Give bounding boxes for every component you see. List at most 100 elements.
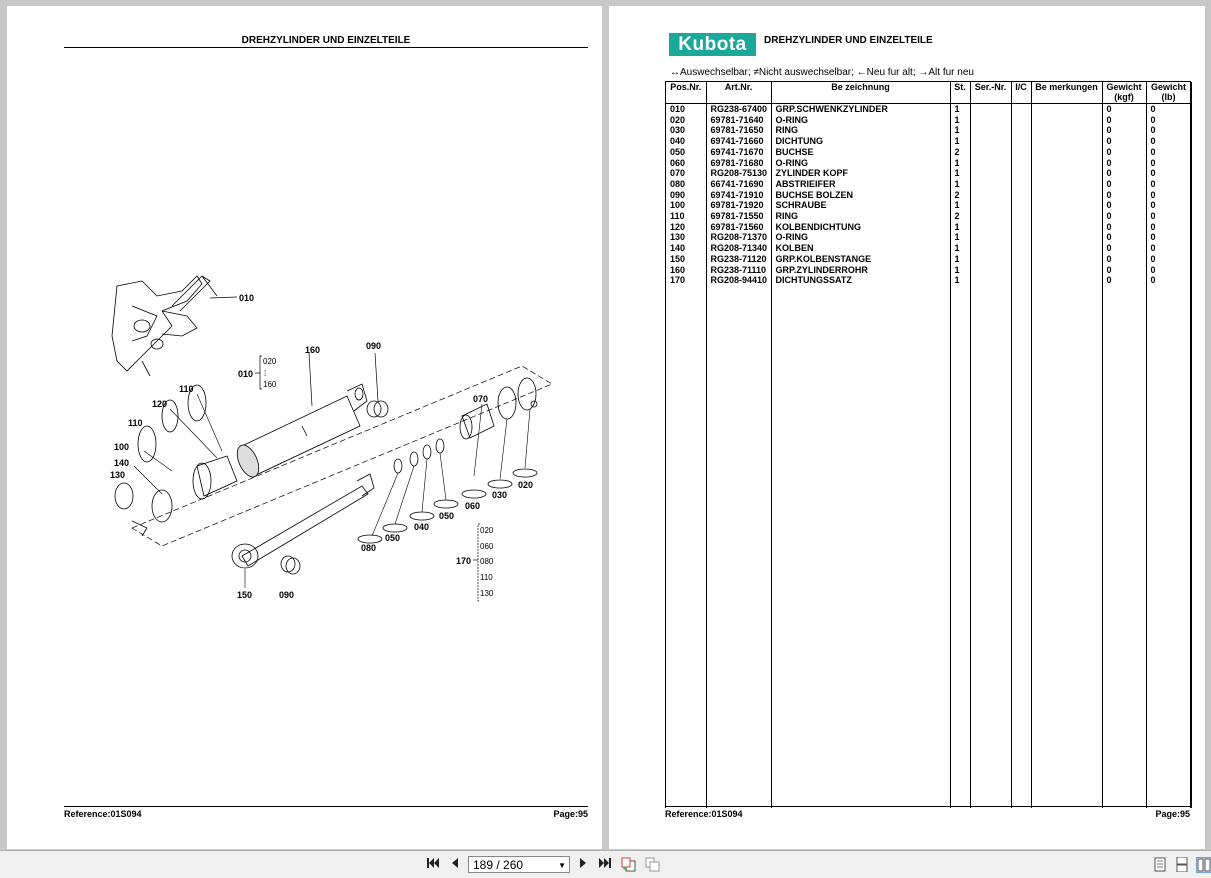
- ic-cell: [1011, 232, 1032, 244]
- ic-cell: [1011, 114, 1032, 126]
- description-cell: KOLBEN: [771, 243, 951, 254]
- pos-cell: 030: [666, 125, 707, 137]
- description-cell: O-RING: [771, 232, 951, 244]
- ic-cell: [1011, 125, 1032, 137]
- callout-label: 080: [480, 557, 494, 566]
- table-filler-row: [666, 285, 1192, 809]
- weight-kgf-cell: 0: [1102, 211, 1147, 222]
- quantity-cell: 2: [950, 189, 971, 201]
- viewer-toolbar: 189 / 260 ▼: [0, 850, 1211, 878]
- weight-kgf-cell: 0: [1102, 103, 1147, 115]
- callout-label: 110: [480, 573, 493, 582]
- quantity-cell: 1: [950, 275, 971, 286]
- description-cell: DICHTUNG: [771, 136, 951, 147]
- page-number-input[interactable]: 189 / 260 ▼: [468, 856, 570, 873]
- single-page-view-icon[interactable]: [1153, 857, 1167, 872]
- part-number-cell: RG238-67400: [706, 103, 772, 115]
- weight-kgf-cell: 0: [1102, 189, 1147, 201]
- quantity-cell: 1: [950, 114, 971, 126]
- ic-cell: [1011, 243, 1032, 254]
- quantity-cell: 1: [950, 221, 971, 233]
- remarks-cell: [1031, 168, 1103, 179]
- part-number-cell: 69781-71640: [706, 114, 772, 126]
- page-footer: Reference:01S094 Page:95: [665, 806, 1190, 819]
- callout-label: 130: [110, 470, 125, 480]
- callout-label: 110: [128, 418, 143, 428]
- column-header: Ser.-Nr.: [970, 82, 1012, 104]
- description-cell: RING: [771, 125, 951, 137]
- ic-cell: [1011, 189, 1032, 201]
- kubota-logo: Kubota: [669, 33, 756, 56]
- weight-lb-cell: 0: [1146, 200, 1192, 212]
- copy-page-icon[interactable]: [645, 857, 660, 872]
- callout-label: 100: [114, 442, 129, 452]
- remarks-cell: [1031, 264, 1103, 276]
- quantity-cell: 1: [950, 243, 971, 254]
- page-number-label: Page:95: [553, 809, 588, 819]
- facing-pages-view-icon[interactable]: [1196, 857, 1211, 873]
- chevron-down-icon[interactable]: ▼: [558, 861, 566, 870]
- part-number-cell: 69781-71560: [706, 221, 772, 233]
- reference-label: Reference:01S094: [665, 809, 743, 819]
- serial-cell: [970, 114, 1012, 126]
- weight-kgf-cell: 0: [1102, 232, 1147, 244]
- pos-cell: 150: [666, 253, 707, 265]
- first-page-icon[interactable]: [425, 856, 441, 872]
- part-number-cell: RG208-71340: [706, 243, 772, 254]
- description-cell: O-RING: [771, 114, 951, 126]
- serial-cell: [970, 189, 1012, 201]
- weight-kgf-cell: 0: [1102, 168, 1147, 179]
- serial-cell: [970, 103, 1012, 115]
- pos-cell: 010: [666, 103, 707, 115]
- ic-cell: [1011, 157, 1032, 169]
- legend-text: ↔Auswechselbar; ≠Nicht auswechselbar; ←N…: [670, 67, 974, 78]
- callout-label: 090: [366, 341, 381, 351]
- description-cell: GRP.SCHWENKZYLINDER: [771, 103, 951, 115]
- pos-cell: 100: [666, 200, 707, 212]
- description-cell: BUCHSE: [771, 146, 951, 158]
- serial-cell: [970, 264, 1012, 276]
- reference-label: Reference:01S094: [64, 809, 142, 819]
- callout-label: 150: [237, 590, 252, 600]
- weight-lb-cell: 0: [1146, 189, 1192, 201]
- remarks-cell: [1031, 221, 1103, 233]
- continuous-view-icon[interactable]: [1175, 856, 1189, 873]
- serial-cell: [970, 232, 1012, 244]
- pos-cell: 160: [666, 264, 707, 276]
- description-cell: KOLBENDICHTUNG: [771, 221, 951, 233]
- next-page-icon[interactable]: [575, 856, 591, 872]
- description-cell: SCHRAUBE: [771, 200, 951, 212]
- piston-rod-drawing: [231, 473, 375, 569]
- rotate-view-icon[interactable]: [621, 857, 636, 872]
- remarks-cell: [1031, 146, 1103, 158]
- page-title: DREHZYLINDER UND EINZELTEILE: [64, 35, 588, 48]
- previous-page-icon[interactable]: [447, 856, 463, 872]
- ic-cell: [1011, 178, 1032, 190]
- pos-cell: 120: [666, 221, 707, 233]
- weight-lb-cell: 0: [1146, 125, 1192, 137]
- remarks-cell: [1031, 157, 1103, 169]
- quantity-cell: 1: [950, 232, 971, 244]
- remarks-cell: [1031, 211, 1103, 222]
- callout-label: 040: [414, 522, 429, 532]
- part-number-cell: RG208-71370: [706, 232, 772, 244]
- description-cell: ABSTRIEIFER: [771, 178, 951, 190]
- part-number-cell: RG208-75130: [706, 168, 772, 179]
- parts-table-wrapper: Pos.Nr. Art.Nr. Be zeichnung St. Ser.-Nr…: [665, 81, 1192, 809]
- ic-cell: [1011, 200, 1032, 212]
- quantity-cell: 1: [950, 178, 971, 190]
- last-page-icon[interactable]: [597, 856, 613, 872]
- remarks-cell: [1031, 200, 1103, 212]
- serial-cell: [970, 178, 1012, 190]
- weight-kgf-cell: 0: [1102, 253, 1147, 265]
- weight-lb-cell: 0: [1146, 168, 1192, 179]
- weight-lb-cell: 0: [1146, 211, 1192, 222]
